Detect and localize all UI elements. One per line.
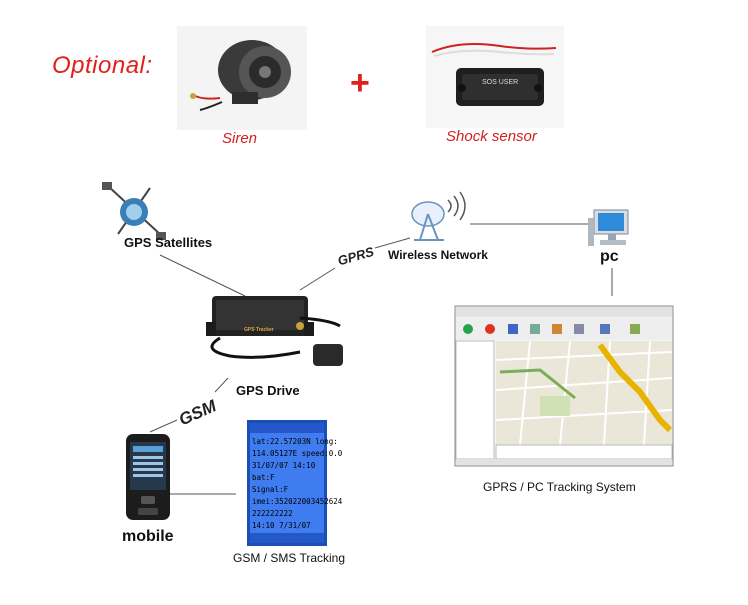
gps-tracker-image xyxy=(206,296,343,366)
gps-tracker-print: GPS Tracker xyxy=(244,327,274,333)
tracking-software-image xyxy=(454,305,674,467)
optional-label: Optional: xyxy=(52,52,153,79)
sms-line: 114.05127E speed:0.0 xyxy=(252,449,343,458)
sms-line: 31/07/07 14:10 xyxy=(252,461,316,470)
plus-sign: + xyxy=(350,64,370,102)
gprs-pc-tracking-label: GPRS / PC Tracking System xyxy=(483,480,636,494)
sms-line: 14:10 7/31/07 xyxy=(252,521,311,530)
sms-screen-frame xyxy=(247,420,327,546)
satellite-image xyxy=(102,182,166,240)
line-satellite-tracker xyxy=(159,254,246,297)
pc-computer-image xyxy=(588,209,629,246)
sms-line: 222222222 xyxy=(252,509,293,518)
mobile-phone-image xyxy=(126,434,170,520)
shock-sensor-print: SOS USER xyxy=(482,79,519,86)
sms-screen-text: lat:22.57203N long: 114.05127E speed:0.0… xyxy=(252,436,343,532)
sms-line: imei:352022003452624 xyxy=(252,497,343,506)
siren-label: Siren xyxy=(222,130,258,147)
sms-line: bat:F xyxy=(252,473,275,482)
sms-line: lat:22.57203N long: xyxy=(252,437,338,446)
wireless-dish-image xyxy=(411,191,466,241)
line-gsm-mobile xyxy=(149,419,178,433)
gps-drive-label: GPS Drive xyxy=(236,383,300,398)
sms-line: Signal:F xyxy=(252,485,289,494)
line-tracker-gprs xyxy=(299,267,336,291)
mobile-label: mobile xyxy=(122,528,174,545)
line-gprs-network xyxy=(374,237,411,249)
wireless-network-label: Wireless Network xyxy=(388,248,488,262)
pc-label: pc xyxy=(600,248,619,265)
siren-image xyxy=(177,26,307,130)
shock-sensor-label: Shock sensor xyxy=(446,128,537,145)
shock-sensor-image xyxy=(426,26,564,128)
line-tracker-gsm xyxy=(214,377,229,393)
gsm-sms-tracking-label: GSM / SMS Tracking xyxy=(233,551,346,565)
gps-satellites-label: GPS Satellites xyxy=(124,235,213,250)
